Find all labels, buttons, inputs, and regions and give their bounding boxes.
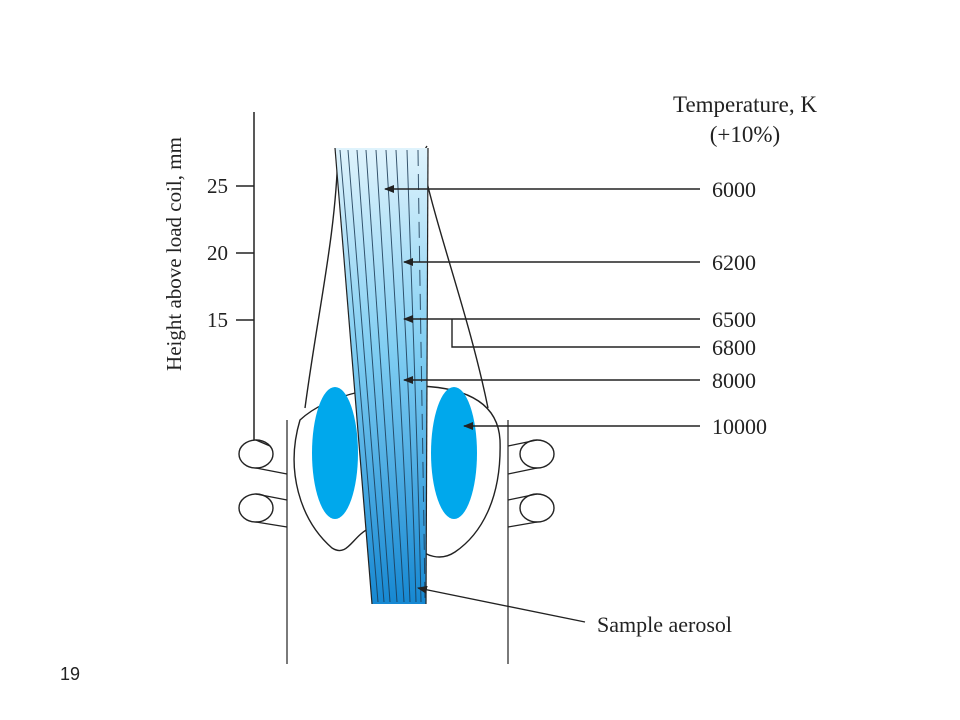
temp-label-6500: 6500: [712, 307, 756, 332]
coil-connector-left: [255, 439, 288, 528]
channel-edge-right: [425, 147, 429, 605]
sample-aerosol-label: Sample aerosol: [597, 612, 732, 637]
y-tick-label-25: 25: [207, 174, 228, 198]
plasma-core-right: [431, 387, 477, 519]
temp-label-8000: 8000: [712, 368, 756, 393]
plasma-core-left: [312, 387, 358, 519]
y-tick-label-20: 20: [207, 241, 228, 265]
load-coil-left-upper: [238, 439, 274, 469]
temp-label-6200: 6200: [712, 250, 756, 275]
load-coil-right-lower: [519, 493, 555, 523]
temp-label-10000: 10000: [712, 414, 767, 439]
temp-label-6800: 6800: [712, 335, 756, 360]
y-tick-label-15: 15: [207, 308, 228, 332]
leader-6800: [451, 319, 700, 348]
y-axis-label: Height above load coil, mm: [162, 137, 186, 371]
page-number: 19: [60, 664, 80, 684]
leader-sample-aerosol: [417, 585, 586, 623]
channel-streamlines: [339, 149, 426, 603]
temp-label-6000: 6000: [712, 177, 756, 202]
legend-subtitle: (+10%): [710, 122, 780, 147]
channel-edge-left: [334, 147, 373, 605]
load-coil-right-upper: [519, 439, 555, 469]
legend-title: Temperature, K: [673, 92, 817, 117]
load-coil-left-lower: [238, 493, 274, 523]
coil-connector-right: [507, 439, 538, 528]
